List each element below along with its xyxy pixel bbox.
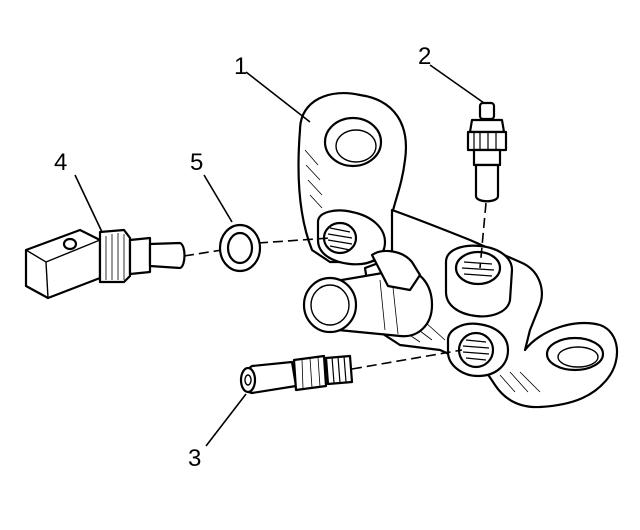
leader-line-4 <box>74 174 103 233</box>
sensor-bottom <box>239 354 354 395</box>
leader-line-2 <box>429 64 485 104</box>
leader-line-5 <box>203 174 233 223</box>
o-ring <box>218 223 262 273</box>
callout-3: 3 <box>188 445 201 472</box>
axis-line-2 <box>479 202 487 269</box>
callout-5: 5 <box>190 149 203 176</box>
callout-2: 2 <box>418 43 431 70</box>
leader-line-3 <box>205 393 247 447</box>
callout-1: 1 <box>234 53 247 80</box>
axis-line-4 <box>183 249 223 257</box>
sensor-top <box>466 101 508 203</box>
leader-line-1 <box>245 71 311 123</box>
axis-line-3 <box>351 349 463 370</box>
callout-4: 4 <box>54 149 67 176</box>
coolant-housing <box>297 91 619 409</box>
sensor-left <box>24 228 186 300</box>
axis-line-5 <box>257 237 331 244</box>
